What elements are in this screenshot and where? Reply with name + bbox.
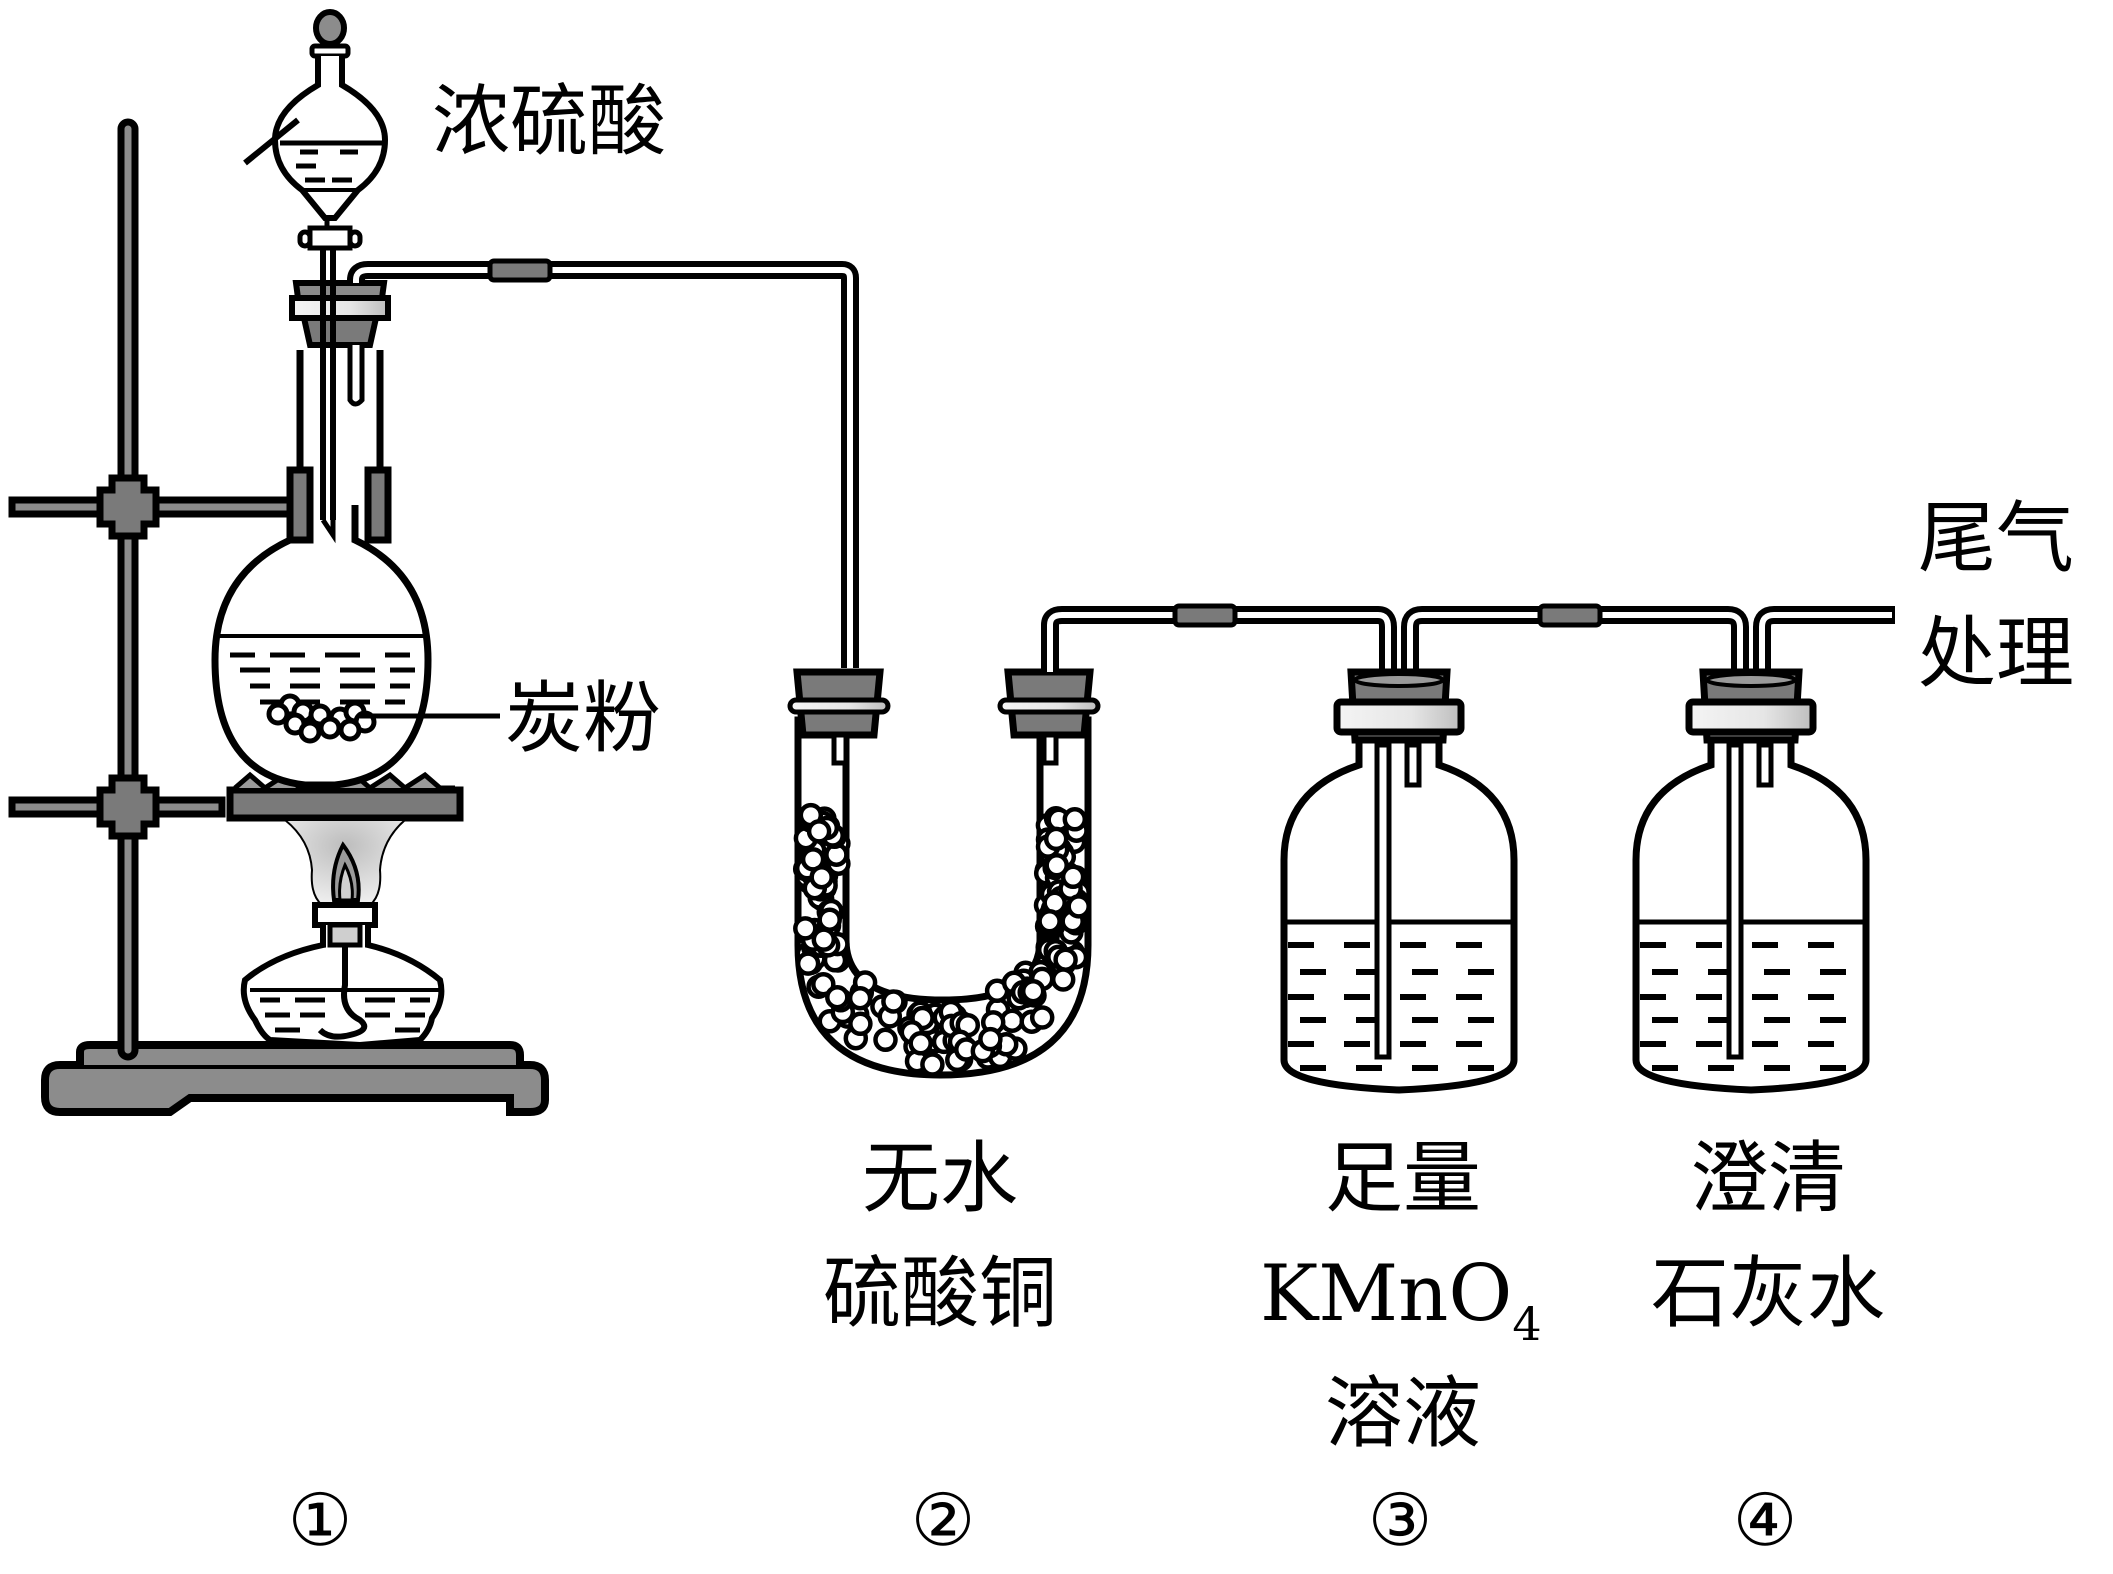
formula-kmno: KMnO (1260, 1249, 1512, 1339)
delivery-tube-2 (1041, 603, 1397, 672)
stopcock (307, 225, 353, 251)
granule (1043, 826, 1069, 852)
device-3-bottle (1280, 668, 1518, 1094)
granule (920, 1052, 945, 1077)
granule (817, 907, 842, 932)
delivery-tube-3 (1401, 603, 1749, 672)
outlet-tube (1404, 742, 1422, 788)
bottle-ring (1685, 698, 1817, 736)
bosshead-lower (96, 774, 160, 840)
granule (1020, 978, 1046, 1004)
device-2-u-tube (787, 668, 1101, 1079)
granule (873, 1027, 898, 1053)
bottle-ring (1333, 698, 1465, 736)
granule (1044, 853, 1069, 878)
rubber-connector-3 (1537, 603, 1603, 628)
granule (908, 1031, 933, 1056)
clamp-jaw-left (286, 466, 314, 544)
clamp-jaw-right (364, 466, 392, 544)
device-number-1: ① (288, 1478, 353, 1562)
granule (847, 985, 873, 1011)
rubber-connector-1 (487, 258, 553, 283)
leader-acid (243, 117, 300, 166)
granule (1050, 967, 1076, 992)
label-tail-gas-2: 处理 (1918, 609, 2074, 699)
inlet-tube (1374, 742, 1392, 1060)
bottle-body (1280, 735, 1518, 1094)
granule (1053, 947, 1078, 972)
formula-subscript: 4 (1512, 1297, 1541, 1351)
outlet-tube (1756, 742, 1774, 788)
granule (978, 1026, 1003, 1052)
label-tail-gas-1: 尾气 (1918, 494, 2074, 584)
device-number-4: ④ (1733, 1478, 1798, 1562)
granule (793, 916, 818, 941)
asbestos-gauze (226, 786, 464, 822)
granule (809, 864, 834, 890)
delivery-tube-1 (347, 261, 859, 668)
granule (1037, 909, 1062, 934)
stopper-top (1705, 672, 1797, 688)
inlet-tube (1726, 742, 1744, 1060)
tail-gas-tube (1753, 606, 1895, 672)
granule (1066, 894, 1091, 919)
label-device-3-line-3: 溶液 (1325, 1369, 1481, 1459)
device-4-bottle (1632, 668, 1870, 1094)
label-device-2-line-1: 无水 (862, 1134, 1018, 1224)
granule (811, 927, 837, 952)
label-device-3-formula: KMnO4 (1260, 1249, 1542, 1351)
label-conc-sulfuric-acid: 浓硫酸 (432, 77, 666, 167)
label-device-3-line-1: 足量 (1325, 1134, 1481, 1224)
device-number-3: ③ (1368, 1478, 1433, 1562)
label-device-4-line-2: 石灰水 (1651, 1249, 1885, 1339)
separatory-funnel (271, 9, 389, 251)
rubber-connector-2 (1172, 603, 1238, 628)
round-bottom-flask (211, 505, 432, 789)
granule (795, 951, 821, 976)
alcohol-lamp (240, 819, 445, 1049)
stand-rod (117, 118, 139, 1061)
bosshead-upper (96, 474, 160, 540)
stand-base (41, 1041, 549, 1116)
bottle-body (1632, 735, 1870, 1094)
stopper-top (1353, 672, 1445, 688)
label-carbon-powder: 炭粉 (505, 674, 661, 764)
device-number-2: ② (911, 1478, 976, 1562)
granule (848, 1011, 873, 1037)
granule (806, 819, 832, 844)
granule (1062, 807, 1088, 832)
flask-stopper-bottom (300, 315, 380, 348)
granule (881, 989, 906, 1014)
label-device-4-line-1: 澄清 (1690, 1134, 1846, 1224)
label-device-2-line-2: 硫酸铜 (823, 1249, 1057, 1339)
carbon-powder (266, 693, 377, 744)
granule (1029, 1005, 1055, 1030)
device-1-generator (8, 9, 859, 1116)
liquid-dashes (230, 652, 415, 705)
granule (825, 984, 850, 1010)
copper-sulfate-granules (792, 802, 1092, 1077)
